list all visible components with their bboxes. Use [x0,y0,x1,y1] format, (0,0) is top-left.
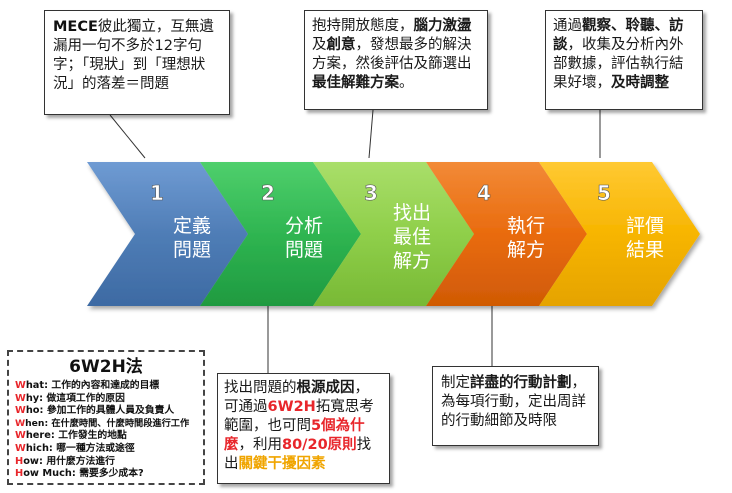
w2h-row-how: How: 用什麼方法進行 [15,456,197,469]
step-number-3: 3 [364,181,378,205]
w2h-letter: W [15,417,26,429]
callout-2-emphasis-5-whys: 5個為什麼 [224,418,365,453]
step-4-label-line-2: 解方 [507,239,545,261]
chevron-step-2 [200,162,361,306]
w2h-text: ow: 用什麼方法進行 [23,455,115,467]
callout-1-emphasis: MECE [53,19,98,35]
callout-4-text-b: ，為每項行動，定出周詳的行動細節及時限 [441,375,586,429]
callout-4-text-a: 制定 [441,375,470,391]
w2h-row-what: What: 工作的內容和達成的目標 [15,380,197,393]
callout-5-emphasis-adjust: 及時調整 [611,75,669,91]
callout-2-text-a: 找出問題的 [224,380,297,396]
callout-2-emphasis-key-factors: 關鍵干擾因素 [238,456,326,472]
callout-3-text-a: 抱持開放態度， [312,18,414,34]
w2h-row-how-much: How Much: 需要多少成本? [15,468,197,481]
callout-5-text-a: 通過 [553,18,582,34]
callout-3-text-b: 及 [312,37,327,53]
w2h-row-why: Why: 做這項工作的原因 [15,393,197,406]
step-3-label-line-1: 找出 [393,202,431,224]
callout-3-emphasis-creativity: 創意 [326,37,356,53]
step-2-label-line-2: 問題 [285,239,323,261]
callout-step-5: 通過觀察、聆聽、訪談，收集及分析內外部數據，評估執行結果好壞，及時調整 [545,10,703,110]
step-3-label-line-3: 解方 [393,250,431,272]
w2h-letter: H [15,455,24,467]
step-4-label-line-1: 執行 [507,215,545,237]
callout-3-emphasis-best-solution: 最佳解難方案 [312,75,399,91]
callout-2-emphasis-80-20: 80/20原則 [282,437,357,453]
callout-3-emphasis-brainstorm: 腦力激盪 [413,18,472,34]
w2h-letter: W [15,405,26,417]
step-number-5: 5 [597,181,611,205]
w2h-row-which: Which: 哪一種方法或途徑 [15,443,197,456]
w2h-row-when: When: 在什麼時間、什麼時間段進行工作 [15,418,197,431]
w2h-letter: W [15,442,26,454]
callout-step-1: MECE彼此獨立，互無遺漏用一句不多於12字句字；「現狀」到「理想狀況」的落差＝… [44,10,230,115]
step-3-label-line-2: 最佳 [393,226,431,248]
w2h-text: ho: 參加工作的具體人員及負責人 [25,405,175,417]
w2h-text: hen: 在什麼時間、什麼時間段進行工作 [25,417,190,429]
callout-3-text-c: ，發想最多的解決方案，然後評估及篩選出 [312,37,472,72]
step-number-4: 4 [477,181,491,205]
chevron-step-4 [426,162,587,306]
w2h-text: here: 工作發生的地點 [25,430,127,442]
callout-5-emphasis-observe: 觀察、聆聽、訪談 [553,18,684,53]
w2h-row-where: Where: 工作發生的地點 [15,430,197,443]
connector-line-3 [368,109,374,159]
callout-4-emphasis-action-plan: 詳盡的行動計劃 [470,375,572,391]
w2h-text: hy: 做這項工作的原因 [25,392,125,404]
callout-3-text-d: 。 [399,75,414,91]
chevron-step-1 [87,162,248,306]
callout-5-text-b: ，收集及分析內外部數據，評估執行結果好壞， [553,37,684,91]
callout-step-2: 找出問題的根源成因，可通過6W2H拓寬思考範圍，也可問5個為什麼，利用80/20… [217,373,390,484]
callout-step-4: 制定詳盡的行動計劃，為每項行動，定出周詳的行動細節及時限 [432,366,599,446]
w2h-row-who: Who: 參加工作的具體人員及負責人 [15,405,197,418]
w2h-text: hich: 哪一種方法或途徑 [25,442,135,454]
connector-line-1 [109,114,146,159]
chevron-step-5 [539,162,700,306]
callout-2-text-c: 拓寬思考範圍，也可問 [224,399,374,434]
w2h-letter: W [15,392,26,404]
step-1-label-line-2: 問題 [173,239,211,261]
step-number-2: 2 [261,181,275,205]
step-5-label-line-2: 結果 [626,239,664,261]
step-2-label-line-1: 分析 [285,215,323,237]
step-1-label-line-1: 定義 [173,215,211,237]
six-w-two-h-title: 6W2H法 [69,357,143,377]
callout-2-text-b: ，可通過 [224,380,369,415]
callout-2-emphasis-6w2h: 6W2H [267,399,316,415]
six-w-two-h-box: 6W2H法 What: 工作的內容和達成的目標 Why: 做這項工作的原因 Wh… [7,350,205,485]
w2h-letter: W [15,430,26,442]
chevron-step-3 [313,162,474,306]
w2h-letter: H [15,468,24,480]
w2h-letter: W [15,380,26,391]
callout-2-text-e: 找出 [224,437,372,472]
w2h-text: hat: 工作的內容和達成的目標 [25,380,160,391]
step-5-label-line-1: 評價 [626,215,664,237]
callout-2-emphasis-root-cause: 根源成因 [296,380,355,396]
step-number-1: 1 [150,181,164,205]
callout-1-text: 彼此獨立，互無遺漏用一句不多於12字句字；「現狀」到「理想狀況」的落差＝問題 [53,19,214,92]
callout-2-text-d: ，利用 [238,437,283,453]
callout-step-3: 抱持開放態度，腦力激盪及創意，發想最多的解決方案，然後評估及篩選出最佳解難方案。 [304,10,488,110]
w2h-text: ow Much: 需要多少成本? [23,468,144,480]
